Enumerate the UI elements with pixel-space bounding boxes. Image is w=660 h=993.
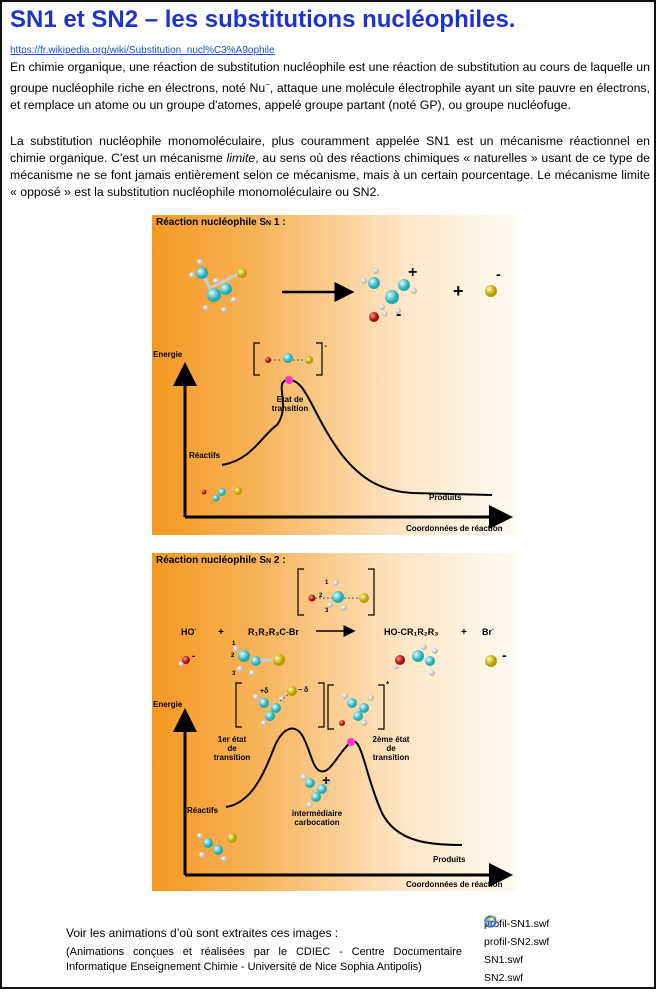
footer-title: Voir les animations d’où sont extraites … — [66, 926, 339, 940]
sn2-dagger: * — [386, 680, 390, 689]
sn2-delta-minus: − δ — [298, 687, 309, 694]
sn1-transition-marker — [285, 376, 293, 384]
sn1-paragraph: La substitution nucléophile monomolécula… — [10, 134, 650, 199]
sn1-title: Réaction nucléophile SN 1 : — [156, 217, 286, 228]
sn2-energy-label: Energie — [153, 700, 183, 709]
file-sn1[interactable]: SN1.swf — [484, 915, 549, 969]
sn2-reactifs-label: Réactifs — [187, 806, 219, 815]
sn2-label-3b: 3 — [232, 671, 236, 677]
sn1-coord-label: Coordonnées de réaction — [406, 524, 503, 533]
sn2-produits-label: Produits — [433, 855, 466, 864]
sn2-diagram: + — [173, 568, 513, 887]
sn2-figure: Réaction nucléophile SN 2 : — [152, 553, 516, 891]
sn1-minus-charge: - — [396, 306, 401, 323]
sn2-br-charge: - — [502, 647, 507, 663]
sn2-label-2b: 2 — [231, 653, 235, 659]
page-title: SN1 et SN2 – les substitutions nucléophi… — [10, 6, 516, 33]
sn2-oh-charge: - — [192, 651, 196, 662]
wikipedia-link[interactable]: https://fr.wikipedia.org/wiki/Substituti… — [10, 45, 275, 56]
sn1-energy-curve — [221, 378, 493, 496]
sn2-bromide: Br- — [482, 627, 495, 637]
sn1-carbocation — [361, 268, 417, 322]
sn1-plus-sign: + — [453, 281, 464, 301]
svg-text:+: + — [322, 772, 330, 788]
sn1-reactant-molecule — [189, 259, 247, 313]
sn2-energy-curve — [225, 727, 463, 846]
sn2-delta-plus: +δ — [260, 688, 269, 695]
intro-paragraph: En chimie organique, une réaction de sub… — [10, 60, 650, 113]
footer-credits: (Animations conçues et réalisées par le … — [66, 946, 462, 973]
sn2-label-1: 1 — [325, 580, 329, 586]
svg-text:-: - — [324, 341, 327, 352]
sn2-label-1b: 1 — [232, 641, 236, 647]
file-sn2[interactable]: SN2.swf — [484, 915, 549, 987]
sn2-label-2: 2 — [319, 593, 323, 599]
sn1-plus-charge: + — [408, 264, 417, 281]
sn1-diagram: + - + - - — [173, 259, 513, 529]
file-profil-sn2[interactable]: profil-SN2.swf — [484, 915, 549, 951]
sn2-product: HO-CR₁R₂R₃ — [384, 627, 439, 637]
sn2-coord-label: Coordonnées de réaction — [406, 880, 503, 889]
ie-file-icon — [484, 915, 497, 928]
sn2-reagent: R₁R₂R₃C-Br — [248, 627, 299, 637]
sn2-hydroxide: HO- — [181, 627, 197, 637]
sn2-label-3: 3 — [325, 608, 329, 614]
sn1-energy-label: Energie — [153, 350, 183, 359]
sn1-bromide-charge: - — [496, 266, 501, 282]
sn2-transition-marker — [347, 738, 355, 746]
sn1-produits-label: Produits — [429, 493, 462, 502]
sn2-plus-2: + — [461, 627, 467, 638]
sn1-figure: Réaction nucléophile SN 1 : — [152, 215, 516, 535]
sn1-bromide-ion — [485, 285, 497, 297]
sn2-title: Réaction nucléophile SN 2 : — [156, 555, 286, 566]
file-list: profil-SN1.swf profil-SN2.swf SN1.swf SN… — [484, 915, 549, 987]
sn1-reactifs-label: Réactifs — [189, 451, 221, 460]
sn2-plus-1: + — [218, 627, 224, 638]
